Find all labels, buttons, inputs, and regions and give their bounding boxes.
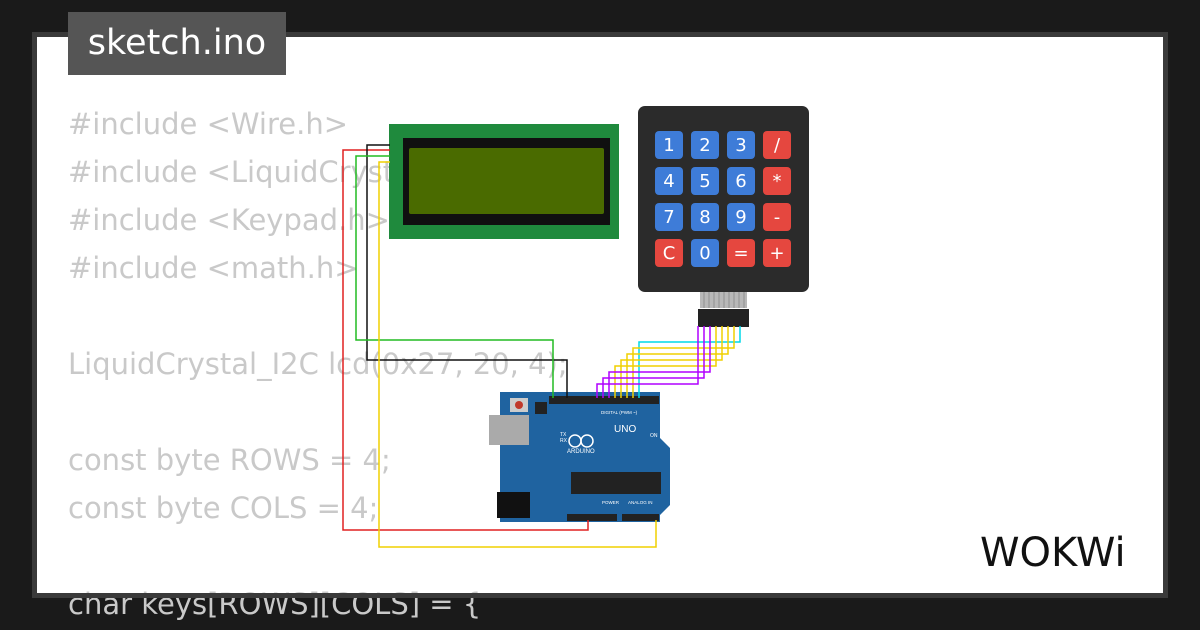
usb-port — [489, 415, 529, 445]
code-line: #include <Wire.h> — [68, 107, 349, 141]
wire-keypad-c2[interactable] — [626, 326, 729, 398]
wire-keypad-r2[interactable] — [602, 326, 705, 398]
lcd-i2c-header — [390, 140, 402, 170]
analog-label: ANALOG IN — [628, 500, 653, 505]
keypad-key-label: 1 — [663, 135, 674, 156]
code-editor: #include <Wire.h> #include <LiquidCrysta… — [68, 100, 568, 628]
keypad-connector — [698, 309, 749, 327]
file-tab[interactable]: sketch.ino — [68, 12, 286, 75]
code-line: LiquidCrystal_I2C lcd(0x27, 20, 4); — [68, 347, 568, 381]
keypad-key[interactable]: / — [763, 131, 791, 159]
lcd-display[interactable] — [389, 124, 619, 239]
keypad-keys: 1 2 3 / 4 5 6 * 7 8 9 - C 0 = + — [655, 131, 791, 267]
keypad-key[interactable]: * — [763, 167, 791, 195]
keypad-key[interactable]: C — [655, 239, 683, 267]
keypad-key[interactable]: 5 — [691, 167, 719, 195]
logo-text: WOKWi — [980, 530, 1126, 576]
board-brand-label: ARDUINO — [567, 449, 595, 455]
keypad-key-face — [655, 239, 683, 267]
keypad-key-face — [727, 131, 755, 159]
keypad-key[interactable]: = — [727, 239, 755, 267]
keypad-key-face — [727, 167, 755, 195]
wire-keypad-c1[interactable] — [620, 326, 723, 398]
rx-led-label: RX — [560, 438, 568, 444]
keypad-key-label: 4 — [663, 171, 674, 192]
digital-header — [549, 396, 659, 404]
wire-keypad-r3[interactable] — [608, 326, 711, 398]
power-label: POWER — [602, 500, 620, 505]
board-model-label: UNO — [614, 424, 636, 435]
wire-gnd[interactable] — [366, 144, 568, 398]
keypad-key-label: 7 — [663, 207, 674, 228]
analog-header — [622, 514, 659, 521]
keypad-key-face — [691, 203, 719, 231]
keypad-key-face — [763, 167, 791, 195]
keypad-key-label: 0 — [699, 243, 710, 264]
keypad-key-label: 6 — [735, 171, 746, 192]
keypad-key-label: * — [773, 171, 782, 192]
code-line: const byte COLS = 4; — [68, 491, 379, 525]
digital-label: DIGITAL (PWM ~) — [601, 410, 638, 415]
wire-keypad-c3[interactable] — [632, 326, 735, 398]
on-led-label: ON — [650, 433, 658, 439]
atmega-chip — [571, 472, 661, 494]
keypad-key-label: 8 — [699, 207, 710, 228]
arduino-uno-board[interactable]: UNO ARDUINO DIGITAL (PWM ~) POWER ANALOG… — [489, 392, 670, 522]
keypad-key-label: 9 — [735, 207, 746, 228]
wokwi-logo: WOKWi — [980, 530, 1126, 576]
code-line: const byte ROWS = 4; — [68, 443, 391, 477]
keypad-key-face — [763, 131, 791, 159]
keypad-ribbon-lines — [703, 292, 745, 308]
wire-keypad-r4[interactable] — [614, 326, 717, 398]
wire-vcc[interactable] — [342, 149, 589, 531]
power-header — [567, 514, 617, 521]
keypad-key-label: 3 — [735, 135, 746, 156]
keypad-key[interactable]: 7 — [655, 203, 683, 231]
keypad-key-label: 5 — [699, 171, 710, 192]
power-jack — [497, 492, 530, 518]
keypad-key-label: + — [769, 243, 784, 264]
keypad-key[interactable]: 2 — [691, 131, 719, 159]
keypad-key[interactable]: 8 — [691, 203, 719, 231]
tx-led-label: TX — [560, 432, 567, 438]
keypad-key-face — [655, 167, 683, 195]
lcd-screen — [409, 148, 604, 214]
keypad-key-label: = — [733, 243, 748, 264]
keypad-key-face — [727, 203, 755, 231]
code-line: #include <math.h> — [68, 251, 359, 285]
keypad-key-face — [655, 203, 683, 231]
keypad-key[interactable]: 1 — [655, 131, 683, 159]
reset-button[interactable] — [515, 401, 523, 409]
keypad-key[interactable]: 4 — [655, 167, 683, 195]
keypad[interactable]: 1 2 3 / 4 5 6 * 7 8 9 - C 0 = + — [638, 106, 809, 327]
keypad-key-face — [691, 239, 719, 267]
wire-scl[interactable] — [378, 161, 657, 548]
keypad-key-label: / — [774, 135, 781, 156]
keypad-key-face — [691, 167, 719, 195]
file-tab-title: sketch.ino — [87, 23, 267, 63]
card-bottom-edge — [37, 593, 1163, 598]
wire-sda[interactable] — [355, 155, 554, 398]
keypad-key[interactable]: 9 — [727, 203, 755, 231]
wire-keypad-c4[interactable] — [638, 326, 741, 398]
wires — [342, 144, 741, 548]
keypad-key-face — [763, 239, 791, 267]
keypad-key-label: 2 — [699, 135, 710, 156]
icsp-header — [535, 402, 547, 414]
keypad-key[interactable]: - — [763, 203, 791, 231]
keypad-key-label: C — [663, 243, 676, 264]
keypad-key-face — [763, 203, 791, 231]
code-line: #include <Keypad.h> — [68, 203, 390, 237]
keypad-key-face — [691, 131, 719, 159]
keypad-key[interactable]: + — [763, 239, 791, 267]
keypad-key[interactable]: 6 — [727, 167, 755, 195]
arduino-logo-icon-right — [580, 434, 594, 448]
keypad-key[interactable]: 3 — [727, 131, 755, 159]
wire-keypad-r1[interactable] — [596, 326, 699, 398]
keypad-key-label: - — [774, 207, 781, 228]
keypad-key[interactable]: 0 — [691, 239, 719, 267]
keypad-key-face — [655, 131, 683, 159]
keypad-key-face — [727, 239, 755, 267]
